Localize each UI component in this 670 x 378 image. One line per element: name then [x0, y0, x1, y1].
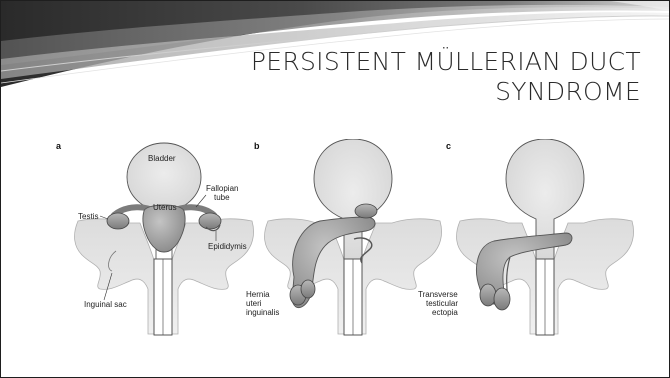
panel-c: c Transverse testicular ectopia — [418, 139, 634, 335]
label-transverse-line-3: ectopia — [432, 308, 458, 317]
label-transverse-line-2: testicular — [426, 299, 458, 308]
panel-a-letter: a — [56, 141, 62, 151]
label-hernia-line-1: Hernia — [246, 290, 270, 299]
label-hernia-line-3: inguinalis — [246, 308, 279, 317]
label-epididymis: Epididymis — [208, 242, 247, 251]
label-uterus: Uterus — [153, 203, 177, 212]
label-fallopian-line-2: tube — [214, 193, 230, 202]
slide-title-line-2: SYNDROME — [221, 77, 641, 107]
panel-c-letter: c — [446, 141, 451, 151]
panel-b: b Hernia uteri inguinalis — [246, 139, 442, 335]
anatomy-figure-svg: a Bladder Uterus Fallopian tube Testis — [56, 139, 646, 339]
slide-title: PERSISTENT MÜLLERIAN DUCT SYNDROME — [221, 47, 641, 107]
label-hernia-line-2: uteri — [246, 299, 262, 308]
panel-a-testis-left — [107, 213, 129, 229]
slide-title-line-1: PERSISTENT MÜLLERIAN DUCT — [221, 47, 641, 77]
label-testis: Testis — [78, 212, 98, 221]
label-fallopian-line-1: Fallopian — [206, 184, 238, 193]
label-inguinal-sac: Inguinal sac — [84, 300, 127, 309]
panel-a: a Bladder Uterus Fallopian tube Testis — [56, 141, 254, 335]
panel-b-letter: b — [254, 141, 260, 151]
label-transverse-line-1: Transverse — [418, 290, 458, 299]
anatomy-figure: a Bladder Uterus Fallopian tube Testis — [56, 139, 646, 339]
panel-a-testis-right — [199, 213, 221, 229]
label-bladder: Bladder — [148, 154, 176, 163]
